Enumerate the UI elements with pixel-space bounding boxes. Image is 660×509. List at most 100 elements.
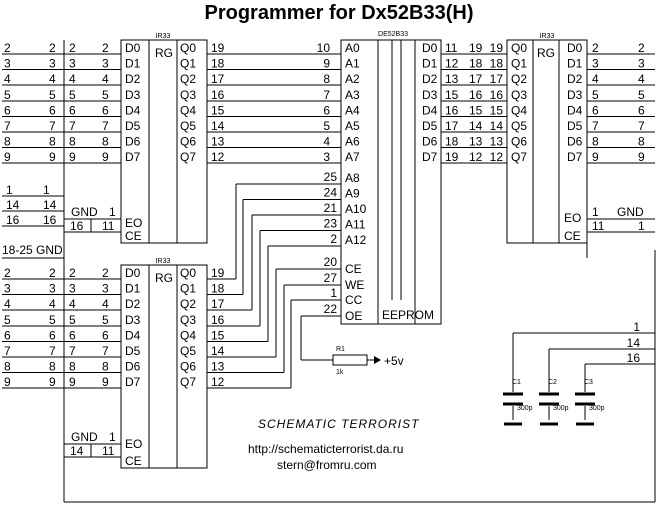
pin-name: CE: [345, 262, 362, 276]
pin-name: A2: [345, 72, 360, 86]
connector-pin: 1: [43, 183, 50, 197]
pin-number: 16: [490, 88, 504, 102]
resistor-r1-body: [332, 354, 368, 366]
pin-number: 6: [102, 103, 109, 117]
chip-u2-name: IR33: [156, 258, 171, 265]
pin-name: Q5: [180, 344, 196, 358]
pin-name: WE: [345, 278, 364, 292]
pin-name: D6: [567, 135, 583, 149]
pin-number: 6: [69, 103, 76, 117]
pin-number: 6: [69, 328, 76, 342]
pin-number: 7: [323, 88, 330, 102]
pin-number: 9: [102, 150, 109, 164]
pin-name: D2: [422, 72, 438, 86]
pin-name: D5: [125, 119, 141, 133]
connector-pin: 5: [4, 88, 11, 102]
pin-name: D5: [567, 119, 583, 133]
capacitor-value: 300p: [553, 405, 569, 412]
pin-name: D4: [125, 328, 141, 342]
connector-pin: 5: [4, 313, 11, 327]
connector-pin: 6: [638, 103, 645, 117]
pin-number: 15: [211, 328, 225, 342]
connector-pin: 14: [43, 198, 57, 212]
pin-number: 17: [469, 72, 483, 86]
pin-number: 2: [330, 232, 337, 246]
pin-name: Q6: [180, 135, 196, 149]
pin-name: A5: [345, 119, 360, 133]
pin-number: 17: [490, 72, 504, 86]
pin-number: 4: [69, 72, 76, 86]
pin-number: 7: [102, 344, 109, 358]
connector-pin: 1: [6, 183, 13, 197]
connector-pin: 4: [4, 297, 11, 311]
pin-number: 8: [102, 135, 109, 149]
pin-name: A9: [345, 186, 360, 200]
pin-name: Q0: [180, 266, 196, 280]
connector-pin: 9: [638, 150, 645, 164]
connector-pin: 3: [49, 57, 56, 71]
chip-eeprom-body: [340, 39, 442, 325]
pin-name: D4: [125, 103, 141, 117]
pin-number: 11: [445, 41, 458, 55]
pin-number: 19: [211, 41, 225, 55]
resistor-r1-name: R1: [336, 346, 345, 353]
cap-pin-label: 14: [627, 336, 641, 350]
pin-name: A6: [345, 135, 360, 149]
pin-number: 3: [102, 282, 109, 296]
connector-pin: 6: [4, 328, 11, 342]
chip-u3-eo: EO: [564, 211, 581, 225]
supply-label: +5v: [384, 354, 404, 368]
chip-u2-eo: EO: [125, 437, 142, 451]
pin-number: 16: [469, 88, 483, 102]
gnd-label: 18-25 GND: [2, 243, 63, 257]
capacitor-value: 300p: [589, 405, 605, 412]
connector-pin: 9: [4, 375, 11, 389]
connector-pin: 6: [49, 103, 56, 117]
pin-name: OE: [345, 309, 362, 323]
connector-pin: 5: [49, 88, 56, 102]
pin-name: D4: [567, 103, 583, 117]
pin-name: Q3: [511, 88, 527, 102]
pin-name: D3: [567, 88, 583, 102]
pin-number: 3: [323, 150, 330, 164]
capacitor-name: C2: [548, 379, 557, 386]
pin-number: 21: [324, 201, 338, 215]
pin-number: 19: [490, 41, 504, 55]
pin-number: 5: [69, 88, 76, 102]
pin-name: Q4: [180, 328, 196, 342]
pin-number: 8: [69, 135, 76, 149]
pin-number: 18: [490, 57, 504, 71]
pin-name: Q5: [511, 119, 527, 133]
pin-name: A4: [345, 103, 360, 117]
pin-number: 23: [324, 217, 338, 231]
connector-pin: 4: [49, 72, 56, 86]
connector-pin: 2: [4, 266, 11, 280]
pin-name: Q0: [511, 41, 527, 55]
pin-name: D4: [422, 103, 438, 117]
pin-name: D7: [422, 150, 438, 164]
pin-number: 9: [102, 375, 109, 389]
pin-name: D3: [125, 313, 141, 327]
pin-number: 4: [102, 297, 109, 311]
pin-number: 3: [69, 282, 76, 296]
pin-name: Q3: [180, 88, 196, 102]
chip-u2: IR33 RG EO CE: [120, 258, 208, 469]
pin-name: D0: [422, 41, 438, 55]
pin-number: 2: [102, 266, 109, 280]
pin-name: Q0: [180, 41, 196, 55]
pin-number: 11: [102, 219, 115, 233]
pin-number: 18: [445, 135, 459, 149]
chip-u2-ce: CE: [125, 454, 142, 468]
pin-number: 13: [211, 135, 225, 149]
url-text[interactable]: http://schematicterrorist.da.ru: [248, 442, 403, 456]
resistor-r1: R1 1k +5v: [301, 346, 404, 376]
connector-pin: 6: [49, 328, 56, 342]
pin-number: 16: [70, 219, 84, 233]
pin-name: D0: [125, 266, 141, 280]
pin-number: 15: [490, 103, 504, 117]
pin-name: D1: [567, 57, 583, 71]
chip-u3-ce: CE: [564, 229, 581, 243]
pin-number: 24: [324, 185, 338, 199]
chip-eeprom-label: EEPROM: [382, 308, 434, 322]
email-text[interactable]: stern@fromru.com: [277, 458, 377, 472]
